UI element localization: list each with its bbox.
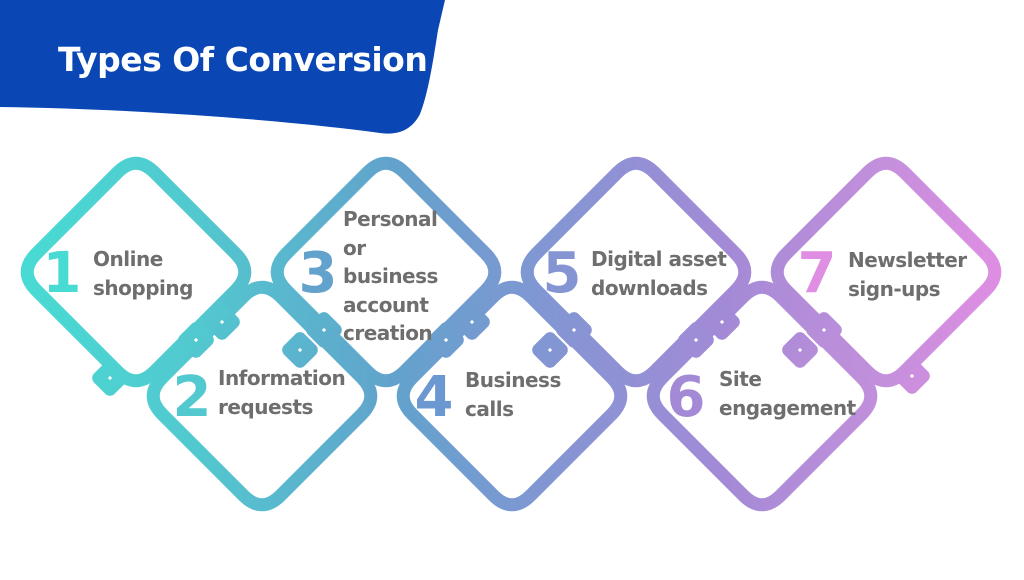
step-2-diamond	[146, 280, 378, 512]
header-banner	[0, 0, 445, 134]
step-5-label: Digital asset downloads	[591, 245, 727, 302]
step-1-label: Online shopping	[93, 245, 193, 302]
step-4-number: 4	[415, 365, 454, 430]
step-3-label-line: creation	[343, 321, 433, 345]
chain-gap	[204, 304, 240, 340]
step-7-number: 7	[798, 241, 837, 306]
step-1-number: 1	[43, 241, 82, 306]
step-4-diamond	[396, 280, 628, 512]
page-title: Types Of Conversion	[58, 40, 428, 79]
step-5-diamond	[520, 156, 752, 388]
step-5-label-line: downloads	[591, 275, 708, 300]
step-3-label-line: Personal	[343, 207, 438, 231]
step-1-label-line: Online	[93, 247, 163, 271]
step-3-number: 3	[299, 241, 338, 306]
step-7-label-line: Newsletter	[848, 248, 967, 272]
chain-gap	[782, 332, 818, 368]
step-3-label-line: account	[343, 292, 429, 317]
step-6-label-line: Site	[719, 367, 762, 391]
step-6-diamond	[646, 280, 878, 512]
step-7-diamond	[770, 156, 1002, 388]
chain-gap	[806, 312, 842, 348]
chain-gap	[532, 332, 568, 368]
chain-gap	[428, 322, 464, 358]
step-3-diamond	[270, 156, 502, 388]
step-6-number: 6	[667, 365, 706, 430]
step-2-label-line: Information	[218, 366, 346, 390]
chain-gap	[894, 358, 930, 394]
step-6-label-line: engagement	[719, 395, 856, 420]
chain-gap	[92, 360, 128, 396]
chain-gap	[306, 312, 342, 348]
step-7-label-line: sign-ups	[848, 276, 941, 301]
chain-gap	[454, 304, 490, 340]
step-3-label-line: business	[343, 264, 438, 288]
step-3-label-line: or	[343, 235, 366, 260]
step-2-label: Information requests	[218, 364, 346, 421]
step-2-number: 2	[173, 365, 212, 430]
step-3-label: Personal or business account creation	[343, 205, 438, 348]
step-2-label-line: requests	[218, 394, 313, 419]
chain-gap	[178, 322, 214, 358]
step-4-label: Business calls	[465, 366, 561, 423]
step-7-label: Newsletter sign-ups	[848, 246, 967, 303]
step-5-label-line: Digital asset	[591, 247, 727, 271]
step-4-label-line: Business	[465, 368, 561, 392]
step-5-number: 5	[543, 241, 582, 306]
step-1-label-line: shopping	[93, 275, 193, 300]
chain-gap	[678, 322, 714, 358]
chain-gap	[282, 332, 318, 368]
step-1-diamond	[20, 156, 252, 388]
chain-gap	[556, 312, 592, 348]
step-4-label-line: calls	[465, 396, 514, 421]
chain-gap	[704, 304, 740, 340]
step-6-label: Site engagement	[719, 365, 856, 422]
